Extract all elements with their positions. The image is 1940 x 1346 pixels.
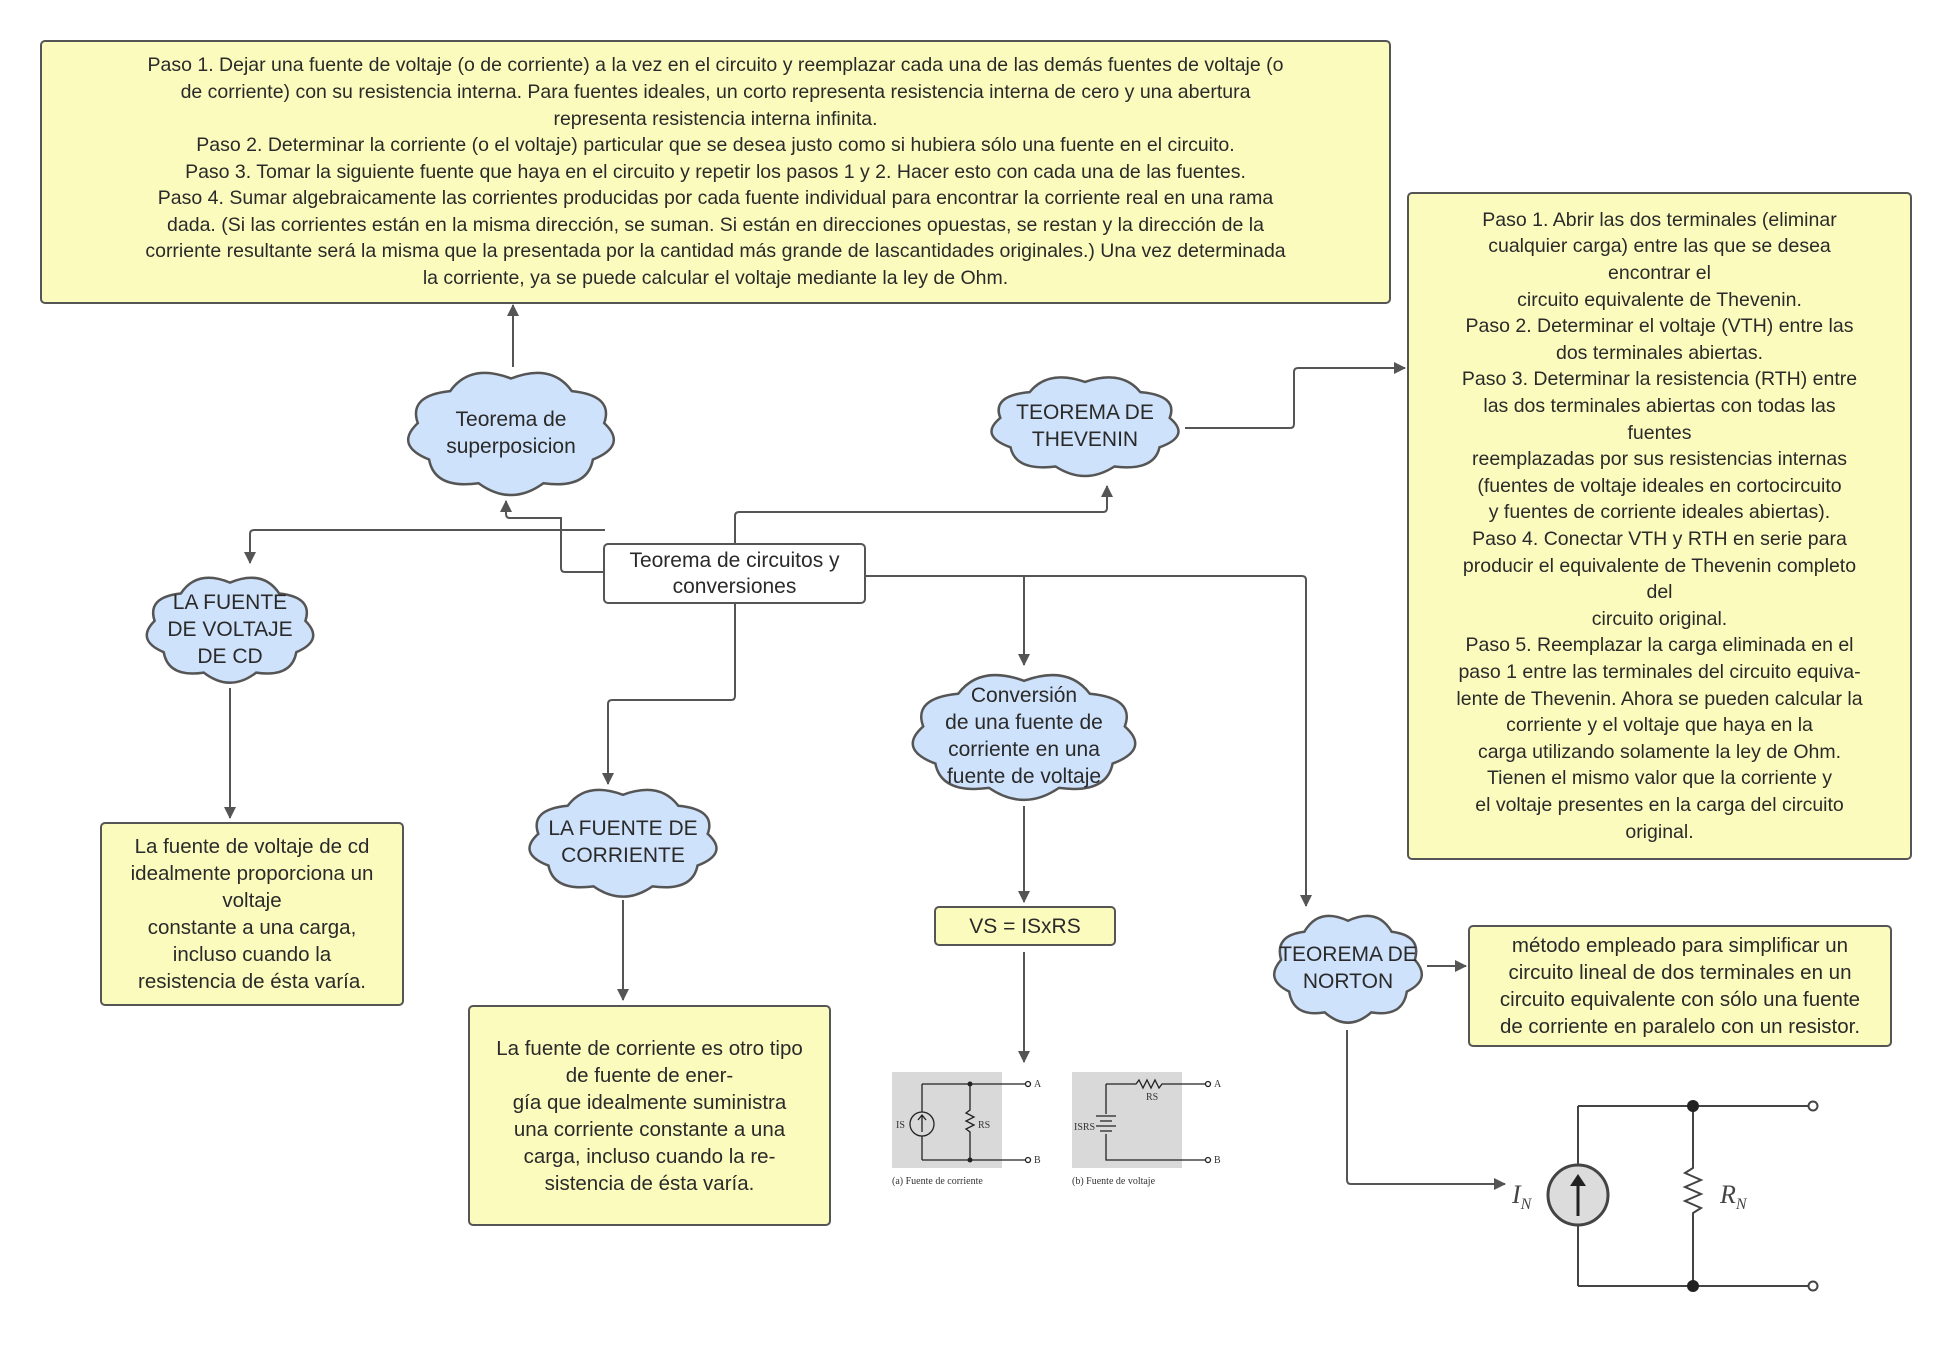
superposicion-steps-text: Paso 1. Dejar una fuente de voltaje (o d…	[145, 54, 1286, 290]
arrow-to-superposicion	[500, 500, 605, 573]
norton-desc: método empleado para simplificar un circ…	[1499, 934, 1861, 1038]
fuente-corriente-desc: La fuente de corriente es otro tipo de f…	[496, 1036, 803, 1195]
cloud-outline	[990, 376, 1180, 478]
cloud-outline	[528, 788, 718, 898]
cloud-outline	[145, 576, 315, 684]
terminal-a-label: A	[1034, 1079, 1042, 1090]
rs-label: RS	[978, 1120, 990, 1131]
in-label: I	[1511, 1180, 1522, 1209]
superposicion-cloud: Teorema de superposicion	[398, 362, 624, 503]
cloud-shape	[990, 376, 1180, 478]
superposicion-cloud-label: Teorema de superposicion	[446, 407, 576, 458]
terminal-b-label: B	[1034, 1155, 1041, 1166]
cloud-shape	[145, 576, 315, 684]
fuente-corriente-cloud-label: LA FUENTE DE CORRIENTE	[548, 817, 698, 867]
norton-circuit-image: IN RN	[1511, 1100, 1819, 1292]
rs-series-label: RS	[1146, 1092, 1158, 1103]
is-label: IS	[896, 1120, 905, 1131]
conversion-cloud-label: Conversión de una fuente de corriente en…	[945, 684, 1103, 788]
cloud-outline	[1272, 914, 1424, 1024]
cloud-outline	[406, 371, 616, 497]
arrow-to-fuente-corriente	[602, 604, 736, 785]
thevenin-steps-text: Paso 1. Abrir las dos terminales (elimin…	[1456, 208, 1863, 843]
formula-box: VS = ISxRS	[934, 906, 1116, 946]
formula-text: VS = ISxRS	[969, 914, 1081, 938]
isrs-label: ISRS	[1074, 1122, 1095, 1133]
rn-label: R	[1719, 1180, 1736, 1209]
caption-voltage-source: (b) Fuente de voltaje	[1072, 1176, 1156, 1187]
terminal-b-label: B	[1214, 1155, 1221, 1166]
caption-current-source: (a) Fuente de corriente	[892, 1176, 983, 1187]
svg-text:RN: RN	[1719, 1180, 1748, 1213]
conversion-cloud: Conversión de una fuente de corriente en…	[902, 664, 1146, 808]
fuente-corriente-cloud: LA FUENTE DE CORRIENTE	[520, 780, 726, 904]
cloud-shape	[1272, 914, 1424, 1024]
cloud-outline	[911, 673, 1137, 802]
arrow-to-thevenin-steps	[1185, 362, 1406, 429]
in-subscript: N	[1520, 1196, 1533, 1213]
svg-text:IN: IN	[1511, 1180, 1533, 1213]
cloud-shape	[528, 788, 718, 898]
norton-desc-box: método empleado para simplificar un circ…	[1468, 925, 1892, 1047]
terminal-a-label: A	[1214, 1079, 1222, 1090]
voltage-source-circuit-image: ISRS RS A B (b) Fuente de voltaje	[1072, 1072, 1222, 1187]
fuente-voltaje-desc: La fuente de voltaje de cd idealmente pr…	[130, 835, 374, 993]
current-source-circuit-image: IS RS A B (a) Fuente de corriente	[892, 1072, 1042, 1187]
central-node: Teorema de circuitos y conversiones	[603, 543, 866, 604]
fuente-voltaje-desc-box: La fuente de voltaje de cd idealmente pr…	[100, 822, 404, 1006]
thevenin-steps-box: Paso 1. Abrir las dos terminales (elimin…	[1407, 192, 1912, 860]
fuente-voltaje-cloud: LA FUENTE DE VOLTAJE DE CD	[138, 568, 322, 690]
cloud-shape	[911, 673, 1137, 802]
arrow-to-norton-image	[1346, 1030, 1506, 1190]
fuente-voltaje-cloud-label: LA FUENTE DE VOLTAJE DE CD	[167, 590, 293, 668]
arrow-to-conversion	[865, 575, 1030, 666]
fuente-corriente-desc-box: La fuente de corriente es otro tipo de f…	[468, 1005, 831, 1226]
thevenin-cloud: TEOREMA DE THEVENIN	[982, 368, 1188, 483]
arrow-to-fuente-voltaje	[244, 529, 605, 564]
central-label: Teorema de circuitos y conversiones	[629, 548, 840, 598]
norton-cloud: TEOREMA DE NORTON	[1266, 906, 1430, 1030]
superposicion-steps-box: Paso 1. Dejar una fuente de voltaje (o d…	[40, 40, 1391, 304]
cloud-shape	[406, 371, 616, 497]
thevenin-cloud-label: TEOREMA DE THEVENIN	[1016, 400, 1154, 451]
rn-subscript: N	[1735, 1196, 1748, 1213]
arrow-to-norton	[1024, 575, 1312, 907]
arrow-to-thevenin	[734, 485, 1113, 543]
norton-cloud-label: TEOREMA DE NORTON	[1279, 943, 1417, 993]
